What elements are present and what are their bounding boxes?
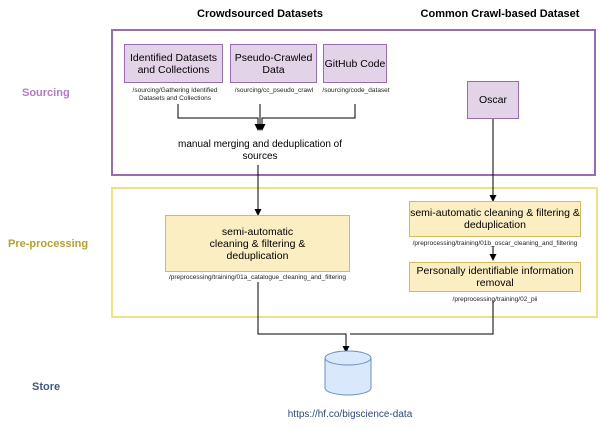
connector-identified-to-merge: [177, 104, 262, 131]
source-box-oscar: Oscar: [467, 81, 519, 119]
left-cleaning-box: semi-automatic cleaning & filtering & de…: [165, 215, 350, 272]
section-label-sourcing: Sourcing: [22, 87, 70, 99]
database-cylinder-icon: [324, 350, 372, 396]
right-cleaning-path: /preprocessing/training/01b_oscar_cleani…: [412, 240, 578, 247]
pii-removal-path: /preprocessing/training/02_pii: [452, 296, 538, 303]
column-header-crowdsourced: Crowdsourced Datasets: [197, 8, 323, 20]
connector-left-to-store: [257, 282, 350, 353]
connector-pii-to-store: [350, 301, 494, 335]
sourcing-panel: [111, 29, 596, 176]
preprocessing-panel: [111, 187, 598, 318]
source-path-identified-datasets: /sourcing/Gathering Identified Datasets …: [132, 87, 218, 102]
merge-dedup-label: manual merging and deduplication of sour…: [178, 139, 342, 162]
store-link[interactable]: https://hf.co/bigscience-data: [287, 409, 413, 420]
source-box-pseudo-crawled: Pseudo-Crawled Data: [230, 44, 317, 83]
section-label-store: Store: [32, 381, 61, 393]
source-path-pseudo-crawled: /sourcing/cc_pseudo_crawl: [234, 87, 314, 94]
right-cleaning-box: semi-automatic cleaning & filtering & de…: [409, 201, 581, 237]
connector-github-to-merge: [258, 104, 356, 131]
source-box-identified-datasets: Identified Datasets and Collections: [124, 44, 223, 83]
section-label-preprocessing: Pre-processing: [8, 238, 89, 250]
source-box-github-code: GitHub Code: [323, 44, 387, 83]
left-cleaning-path: /preprocessing/training/01a_catalogue_cl…: [168, 274, 347, 281]
pii-removal-box: Personally identifiable information remo…: [409, 262, 581, 292]
column-header-common-crawl: Common Crawl-based Dataset: [420, 8, 580, 20]
source-path-github-code: /sourcing/code_dataset: [322, 87, 390, 94]
